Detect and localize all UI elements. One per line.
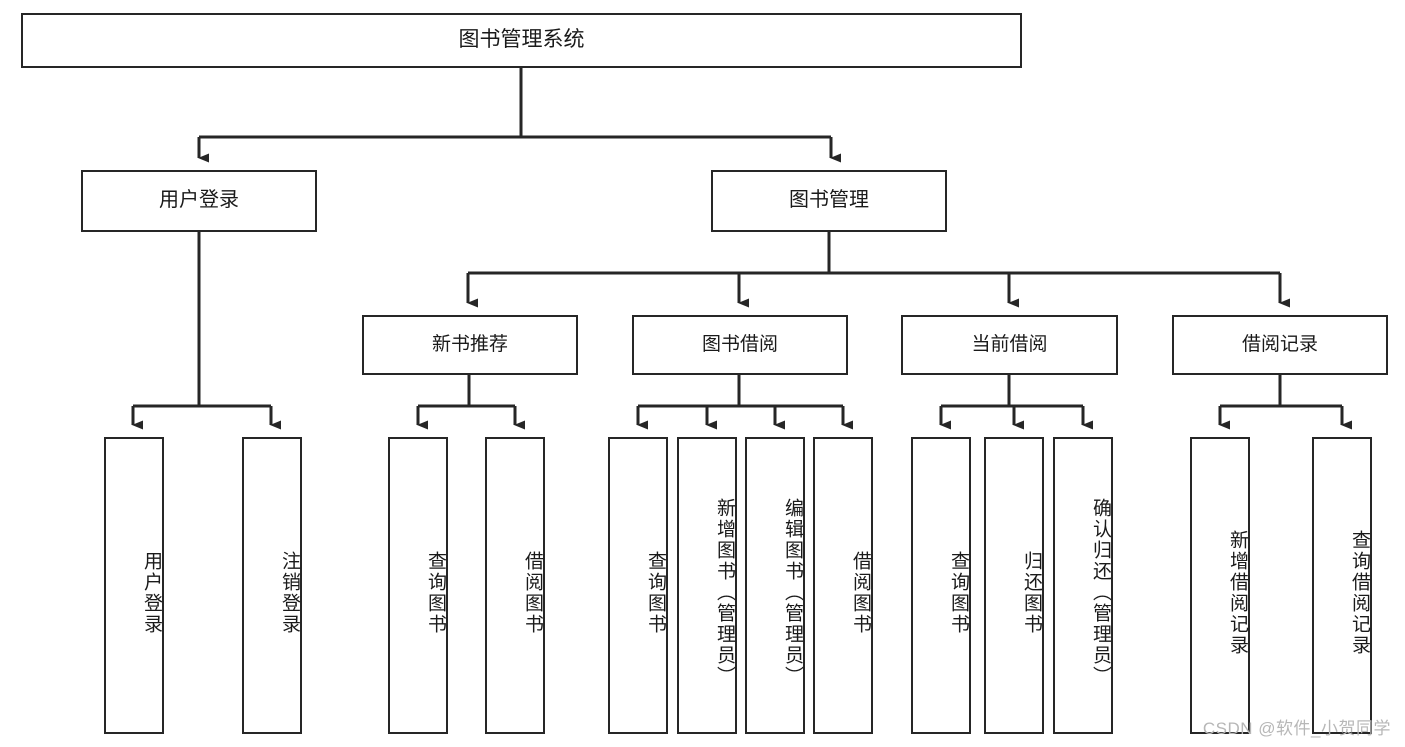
- node-leaf-user-login[interactable]: 用户登录: [104, 437, 164, 734]
- node-user-login[interactable]: 用户登录: [81, 170, 317, 232]
- node-leaf-query-book-3[interactable]: 查询图书: [911, 437, 971, 734]
- node-borrow-record-label: 借阅记录: [1241, 333, 1318, 355]
- node-current-borrow-label: 当前借阅: [971, 333, 1048, 355]
- node-leaf-borrow-book-2-label: 借阅图书: [850, 550, 871, 635]
- node-root-label: 图书管理系统: [458, 28, 585, 52]
- node-leaf-query-book-1[interactable]: 查询图书: [388, 437, 448, 734]
- node-leaf-query-book-2[interactable]: 查询图书: [608, 437, 668, 734]
- node-leaf-user-login-label: 用户登录: [141, 550, 162, 635]
- node-leaf-user-logout-label: 注销登录: [279, 550, 300, 635]
- node-leaf-query-record-label: 查询借阅记录: [1349, 529, 1370, 656]
- node-leaf-borrow-book-1-label: 借阅图书: [522, 550, 543, 635]
- node-leaf-add-record[interactable]: 新增借阅记录: [1190, 437, 1250, 734]
- node-leaf-edit-book[interactable]: 编辑图书（管理员）: [745, 437, 805, 734]
- node-leaf-query-book-3-label: 查询图书: [948, 550, 969, 635]
- node-borrow-record[interactable]: 借阅记录: [1172, 315, 1388, 375]
- node-current-borrow[interactable]: 当前借阅: [901, 315, 1118, 375]
- node-leaf-add-book-label: 新增图书（管理员）: [714, 498, 735, 687]
- node-leaf-edit-book-label: 编辑图书（管理员）: [782, 498, 803, 687]
- node-book-manage[interactable]: 图书管理: [711, 170, 947, 232]
- node-root[interactable]: 图书管理系统: [21, 13, 1022, 68]
- node-leaf-query-record[interactable]: 查询借阅记录: [1312, 437, 1372, 734]
- node-leaf-return-book-label: 归还图书: [1021, 550, 1042, 635]
- watermark-text: CSDN @软件_小贺同学: [1202, 719, 1391, 738]
- node-leaf-query-book-1-label: 查询图书: [425, 550, 446, 635]
- node-leaf-return-book[interactable]: 归还图书: [984, 437, 1044, 734]
- node-leaf-confirm-return-label: 确认归还（管理员）: [1090, 498, 1111, 687]
- node-leaf-add-record-label: 新增借阅记录: [1227, 529, 1248, 656]
- node-leaf-confirm-return[interactable]: 确认归还（管理员）: [1053, 437, 1113, 734]
- node-leaf-borrow-book-1[interactable]: 借阅图书: [485, 437, 545, 734]
- node-leaf-add-book[interactable]: 新增图书（管理员）: [677, 437, 737, 734]
- node-user-login-label: 用户登录: [159, 189, 239, 212]
- node-leaf-query-book-2-label: 查询图书: [645, 550, 666, 635]
- node-new-book-recommend[interactable]: 新书推荐: [362, 315, 578, 375]
- node-book-borrow[interactable]: 图书借阅: [632, 315, 848, 375]
- node-new-book-recommend-label: 新书推荐: [431, 333, 508, 355]
- node-book-manage-label: 图书管理: [789, 189, 869, 212]
- node-book-borrow-label: 图书借阅: [701, 333, 778, 355]
- node-leaf-user-logout[interactable]: 注销登录: [242, 437, 302, 734]
- node-leaf-borrow-book-2[interactable]: 借阅图书: [813, 437, 873, 734]
